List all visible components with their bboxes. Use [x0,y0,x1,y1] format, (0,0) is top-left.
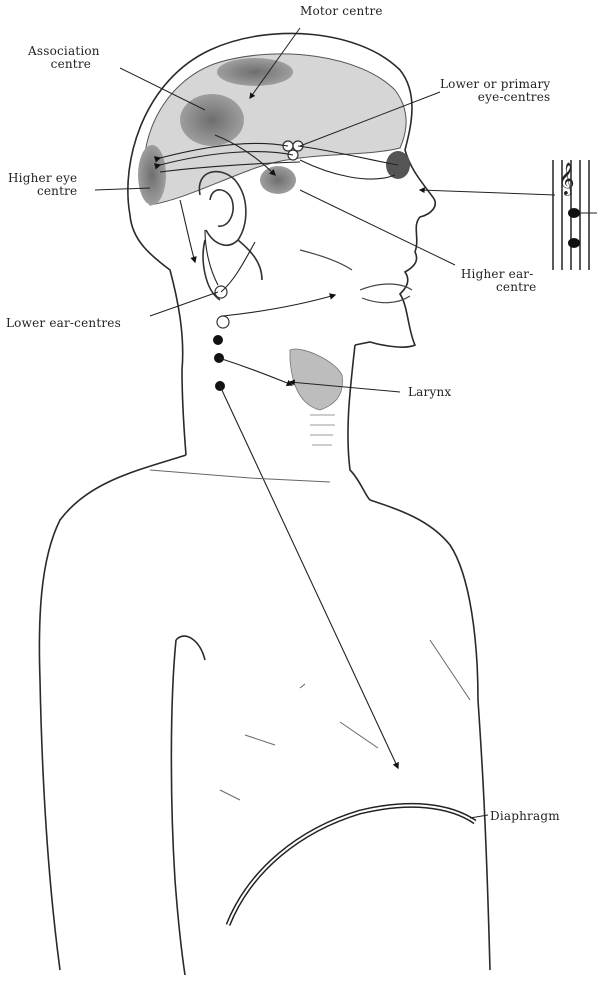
chest-details [150,470,470,800]
music-staff: 𝄞 [553,160,597,270]
brain [138,54,410,205]
lower-ear-centres [213,286,229,391]
label-association-centre: Association centre [28,45,100,71]
svg-text:𝄞: 𝄞 [558,162,575,196]
ear [199,172,262,300]
label-diaphragm: Diaphragm [490,810,560,823]
label-lower-eye-line2: eye-centres [440,91,550,104]
higher-ear-centre [260,166,296,194]
face-details [300,250,412,303]
label-higher-eye-centre: Higher eye centre [8,172,77,198]
label-lower-eye-centres: Lower or primary eye-centres [440,78,550,104]
label-lower-ear-centres: Lower ear-centres [6,317,121,330]
label-higher-ear-centre: Higher ear- centre [458,268,536,294]
motor-centre [217,58,293,86]
higher-eye-centre [138,145,166,205]
nerve-pathways [160,135,398,768]
label-higher-eye-line2: centre [8,185,77,198]
association-centre [180,94,244,146]
torso-outline [39,455,490,975]
label-larynx: Larynx [408,386,451,399]
label-association-line2: centre [28,58,100,71]
label-motor-centre: Motor centre [300,5,383,18]
label-higher-ear-line2: centre [458,281,536,294]
diaphragm-curve [228,805,475,925]
larynx-shape [290,349,343,445]
